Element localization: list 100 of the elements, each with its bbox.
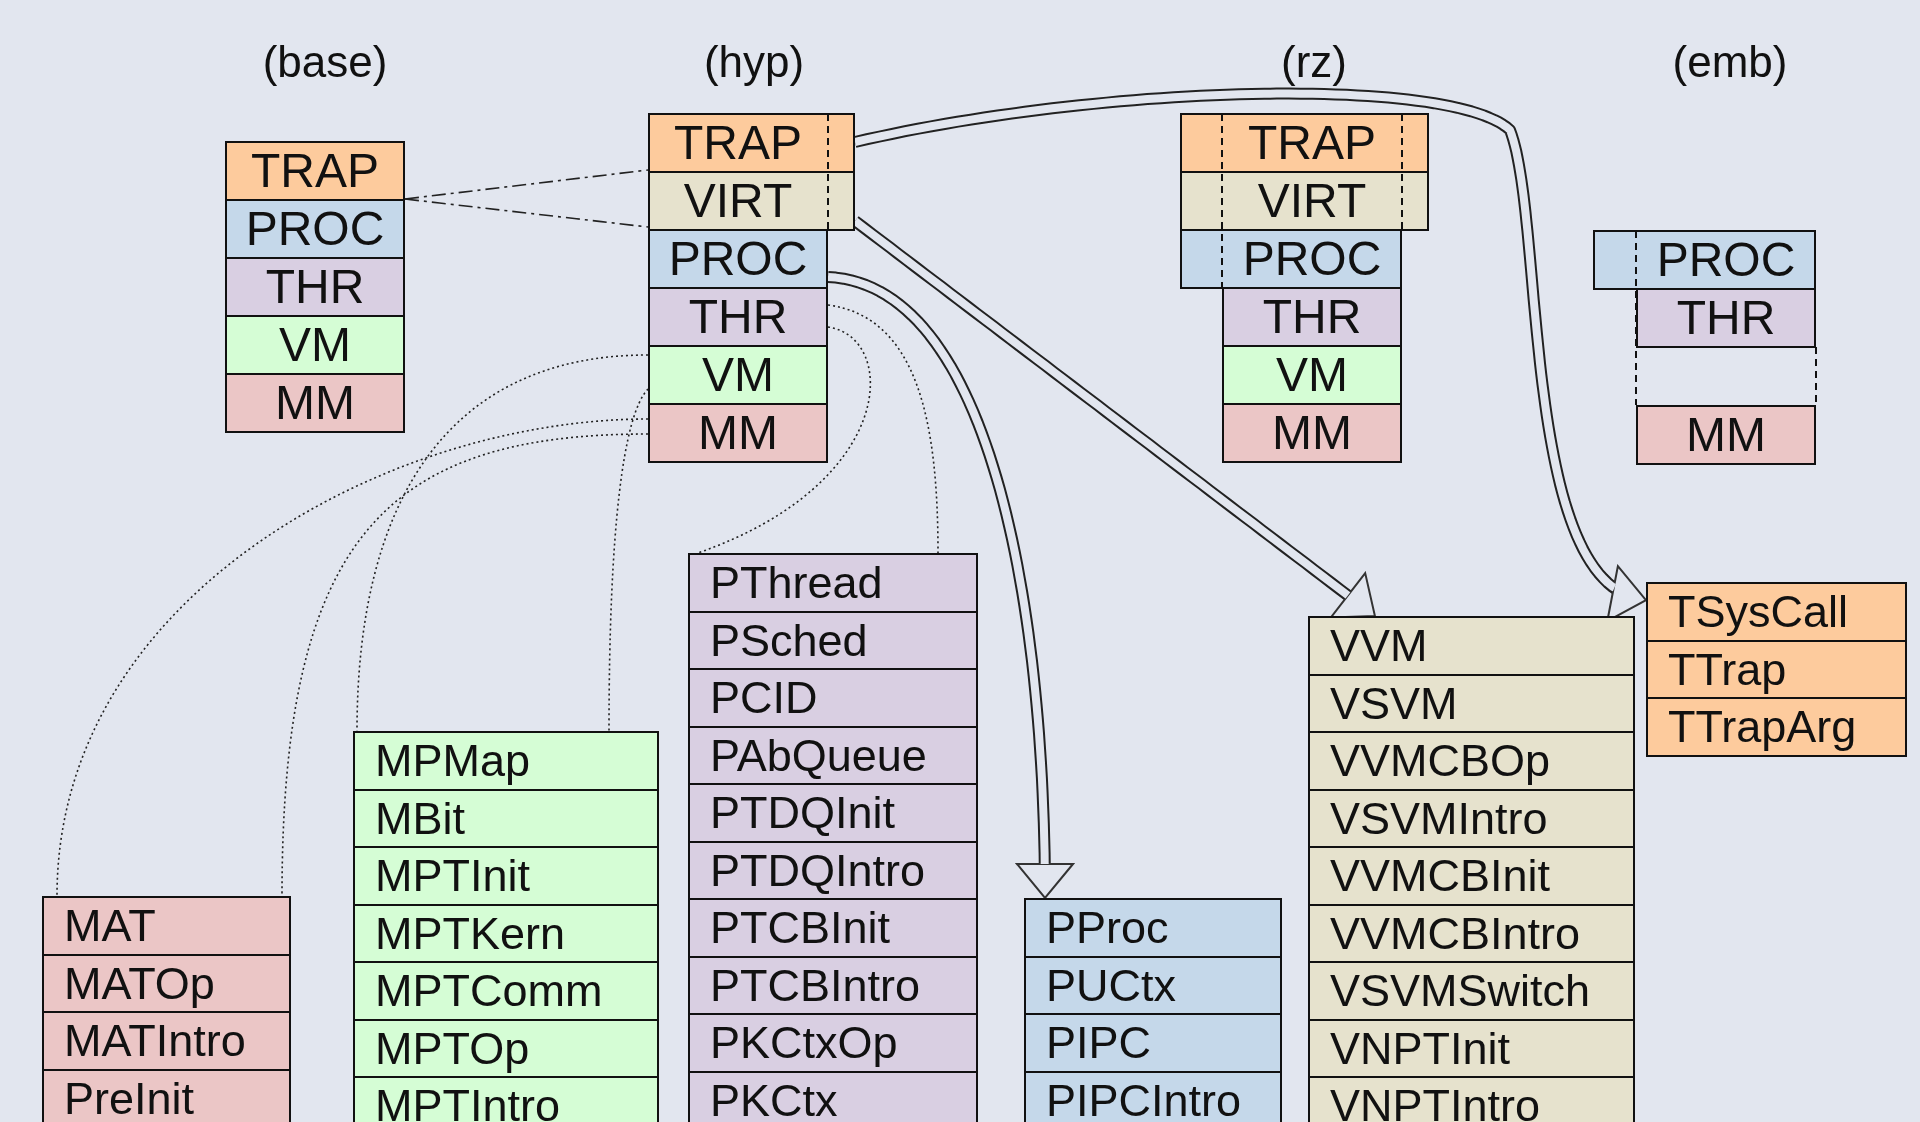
layer-label: MM (275, 379, 355, 427)
layer-cell (688, 840, 978, 900)
layer-label: MPTComm (375, 968, 603, 1014)
layer-cell (42, 1011, 291, 1071)
layer-cell (353, 731, 659, 791)
layer-label: PIPC (1046, 1020, 1152, 1066)
layer-cell (1308, 1076, 1635, 1122)
layer-label: PProc (1046, 905, 1169, 951)
layer-cell (353, 846, 659, 906)
layer-label: PKCtx (710, 1077, 838, 1122)
hollow-arrow (827, 271, 1074, 899)
layer-label: PThread (710, 560, 883, 606)
layer-cell (688, 610, 978, 670)
layer-label: THR (688, 293, 788, 341)
layer-cell (1308, 731, 1635, 791)
layer-cell (353, 1076, 659, 1122)
layer-label: PSched (710, 617, 868, 663)
dotted-connector (608, 388, 649, 732)
layer-cell (1180, 113, 1429, 173)
layer-cell (353, 903, 659, 963)
dotted-connector (827, 304, 939, 554)
layer-label: THR (1262, 293, 1362, 341)
layer-cell (688, 553, 978, 613)
layer-cell (1024, 898, 1282, 958)
layer-label: PROC (668, 235, 808, 283)
layer-label: PUCtx (1046, 962, 1176, 1008)
layer-cell (42, 953, 291, 1013)
layer-cell (1180, 171, 1429, 231)
layer-label: VVMCBOp (1330, 738, 1551, 784)
layer-cell (1308, 961, 1635, 1021)
layer-cell (648, 171, 855, 231)
layer-label: MM (1272, 409, 1352, 457)
layer-cell (1024, 955, 1282, 1015)
layer-cell (688, 1070, 978, 1122)
layer-cell (688, 955, 978, 1015)
layer-label: MBit (375, 795, 465, 841)
layer-cell (353, 961, 659, 1021)
layer-cell (1593, 230, 1816, 290)
layer-cell (1308, 846, 1635, 906)
layer-cell (225, 373, 405, 433)
layer-cell (1646, 582, 1907, 642)
layer-label: THR (1676, 294, 1776, 342)
layer-label: MPTKern (375, 910, 566, 956)
layer-cell (688, 668, 978, 728)
layer-cell (1646, 639, 1907, 699)
layer-label: PTDQInit (710, 790, 896, 836)
column-label: (hyp) (703, 40, 805, 84)
layer-label: TRAP (1248, 119, 1376, 167)
layer-cell (648, 229, 828, 289)
layer-label: MPTOp (375, 1025, 530, 1071)
layer-cell (688, 1013, 978, 1073)
layer-label: PTCBInit (710, 905, 891, 951)
layer-label: VNPTInit (1330, 1025, 1511, 1071)
layer-cell (1308, 616, 1635, 676)
layer-label: THR (265, 263, 365, 311)
dotted-connector (697, 326, 871, 554)
column-label: (base) (262, 40, 388, 84)
layer-label: PTCBIntro (710, 962, 921, 1008)
layer-label: VM (279, 321, 351, 369)
layer-cell (1222, 287, 1402, 347)
layer-label: PROC (1656, 236, 1796, 284)
layer-label: TSysCall (1668, 589, 1849, 635)
layer-label: MPTIntro (375, 1083, 561, 1122)
layer-label: VM (702, 351, 774, 399)
dotted-connector (404, 198, 649, 228)
layer-label: MPMap (375, 738, 531, 784)
layer-label: VNPTIntro (1330, 1083, 1541, 1122)
layer-label: MPTInit (375, 853, 531, 899)
layer-label: VVMCBIntro (1330, 910, 1581, 956)
layer-label: PROC (245, 205, 385, 253)
layer-cell (1308, 788, 1635, 848)
layer-cell (1180, 229, 1402, 289)
layer-label: VVMCBInit (1330, 853, 1551, 899)
layer-label: VSVMIntro (1330, 795, 1548, 841)
column-label: (emb) (1672, 40, 1788, 84)
layer-cell (42, 1068, 291, 1122)
layer-cell (353, 788, 659, 848)
layer-label: PreInit (64, 1075, 195, 1121)
layer-cell (1024, 1013, 1282, 1073)
layer-label: PIPCIntro (1046, 1077, 1242, 1122)
layer-label: MM (1686, 411, 1766, 459)
layer-label: PKCtxOp (710, 1020, 898, 1066)
layer-label: TRAP (251, 147, 379, 195)
layer-label: VVM (1330, 623, 1428, 669)
layer-cell (225, 315, 405, 375)
layer-label: MM (698, 409, 778, 457)
layer-label: VSVMSwitch (1330, 968, 1591, 1014)
layer-cell (1024, 1070, 1282, 1122)
layer-cell (688, 898, 978, 958)
layer-label: PAbQueue (710, 732, 927, 778)
layer-cell (1308, 1018, 1635, 1078)
layer-cell (42, 896, 291, 956)
layer-cell (1222, 403, 1402, 463)
layer-cell (225, 257, 405, 317)
layer-label: VIRT (1257, 177, 1367, 225)
layer-cell (688, 725, 978, 785)
layer-cell (225, 141, 405, 201)
layer-label: TTrap (1668, 646, 1787, 692)
layer-cell (1308, 903, 1635, 963)
layer-cell (1222, 345, 1402, 405)
